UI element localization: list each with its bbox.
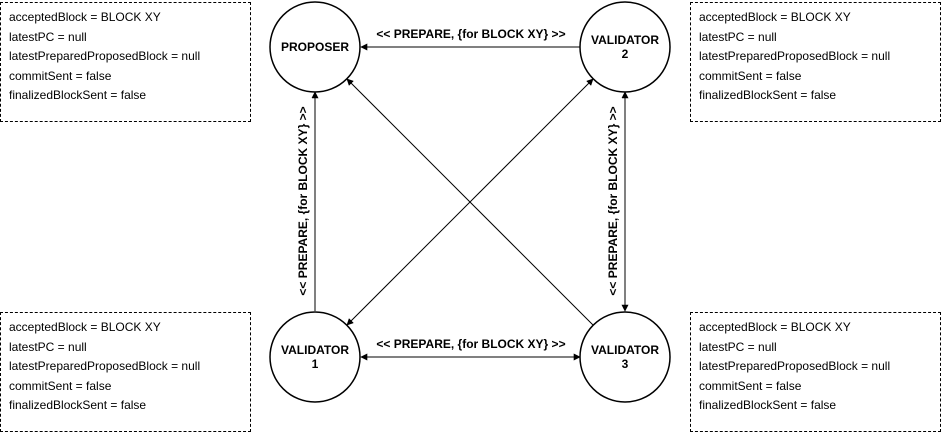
state-box-validator-1: acceptedBlock = BLOCK XY latestPC = null… [0, 312, 251, 432]
state-accepted-block: acceptedBlock = BLOCK XY [699, 10, 851, 24]
state-box-validator-2: acceptedBlock = BLOCK XY latestPC = null… [690, 2, 941, 122]
state-commit-sent: commitSent = false [699, 378, 802, 393]
state-finalized-block-sent: finalizedBlockSent = false [9, 88, 147, 103]
node-validator-1-number: 1 [312, 357, 319, 371]
state-latest-pc: latestPC = null [699, 29, 777, 44]
state-commit-sent: commitSent = false [699, 68, 802, 83]
state-accepted-block: acceptedBlock = BLOCK XY [9, 10, 161, 24]
node-validator-3-label: VALIDATOR [591, 343, 659, 357]
state-box-proposer: acceptedBlock = BLOCK XY latestPC = null… [0, 2, 251, 122]
node-proposer: PROPOSER [269, 1, 361, 93]
node-validator-2: VALIDATOR 2 [579, 1, 671, 93]
node-validator-2-label: VALIDATOR [591, 33, 659, 47]
edge-label-top-bg [368, 24, 574, 42]
state-latest-prepared-proposed-block: latestPreparedProposedBlock = null [699, 359, 891, 374]
node-validator-3-number: 3 [622, 357, 629, 371]
state-accepted-block: acceptedBlock = BLOCK XY [9, 320, 161, 334]
node-proposer-label: PROPOSER [281, 40, 349, 54]
node-validator-2-number: 2 [622, 47, 629, 61]
state-commit-sent: commitSent = false [9, 68, 112, 83]
state-latest-pc: latestPC = null [699, 339, 777, 354]
state-latest-pc: latestPC = null [9, 339, 87, 354]
edge-label-top: << PREPARE, {for BLOCK XY} >> [376, 27, 565, 41]
state-latest-prepared-proposed-block: latestPreparedProposedBlock = null [9, 359, 201, 374]
node-validator-1: VALIDATOR 1 [269, 311, 361, 403]
edge-validator3-to-proposer [346, 78, 594, 326]
edge-label-bottom: << PREPARE, {for BLOCK XY} >> [376, 337, 565, 351]
state-box-validator-3: acceptedBlock = BLOCK XY latestPC = null… [690, 312, 941, 432]
state-finalized-block-sent: finalizedBlockSent = false [699, 398, 837, 413]
state-finalized-block-sent: finalizedBlockSent = false [9, 398, 147, 413]
state-latest-pc: latestPC = null [9, 29, 87, 44]
edge-label-left: << PREPARE, {for BLOCK XY} >> [296, 106, 310, 295]
state-latest-prepared-proposed-block: latestPreparedProposedBlock = null [699, 49, 891, 64]
edge-label-left-bg [294, 98, 312, 304]
state-latest-prepared-proposed-block: latestPreparedProposedBlock = null [9, 49, 201, 64]
edge-label-right-bg [604, 98, 622, 304]
node-validator-1-label: VALIDATOR [281, 343, 349, 357]
edge-label-bottom-bg [368, 334, 574, 352]
state-commit-sent: commitSent = false [9, 378, 112, 393]
state-accepted-block: acceptedBlock = BLOCK XY [699, 320, 851, 334]
edge-label-right: << PREPARE, {for BLOCK XY} >> [606, 106, 620, 295]
node-validator-3: VALIDATOR 3 [579, 311, 671, 403]
state-finalized-block-sent: finalizedBlockSent = false [699, 88, 837, 103]
